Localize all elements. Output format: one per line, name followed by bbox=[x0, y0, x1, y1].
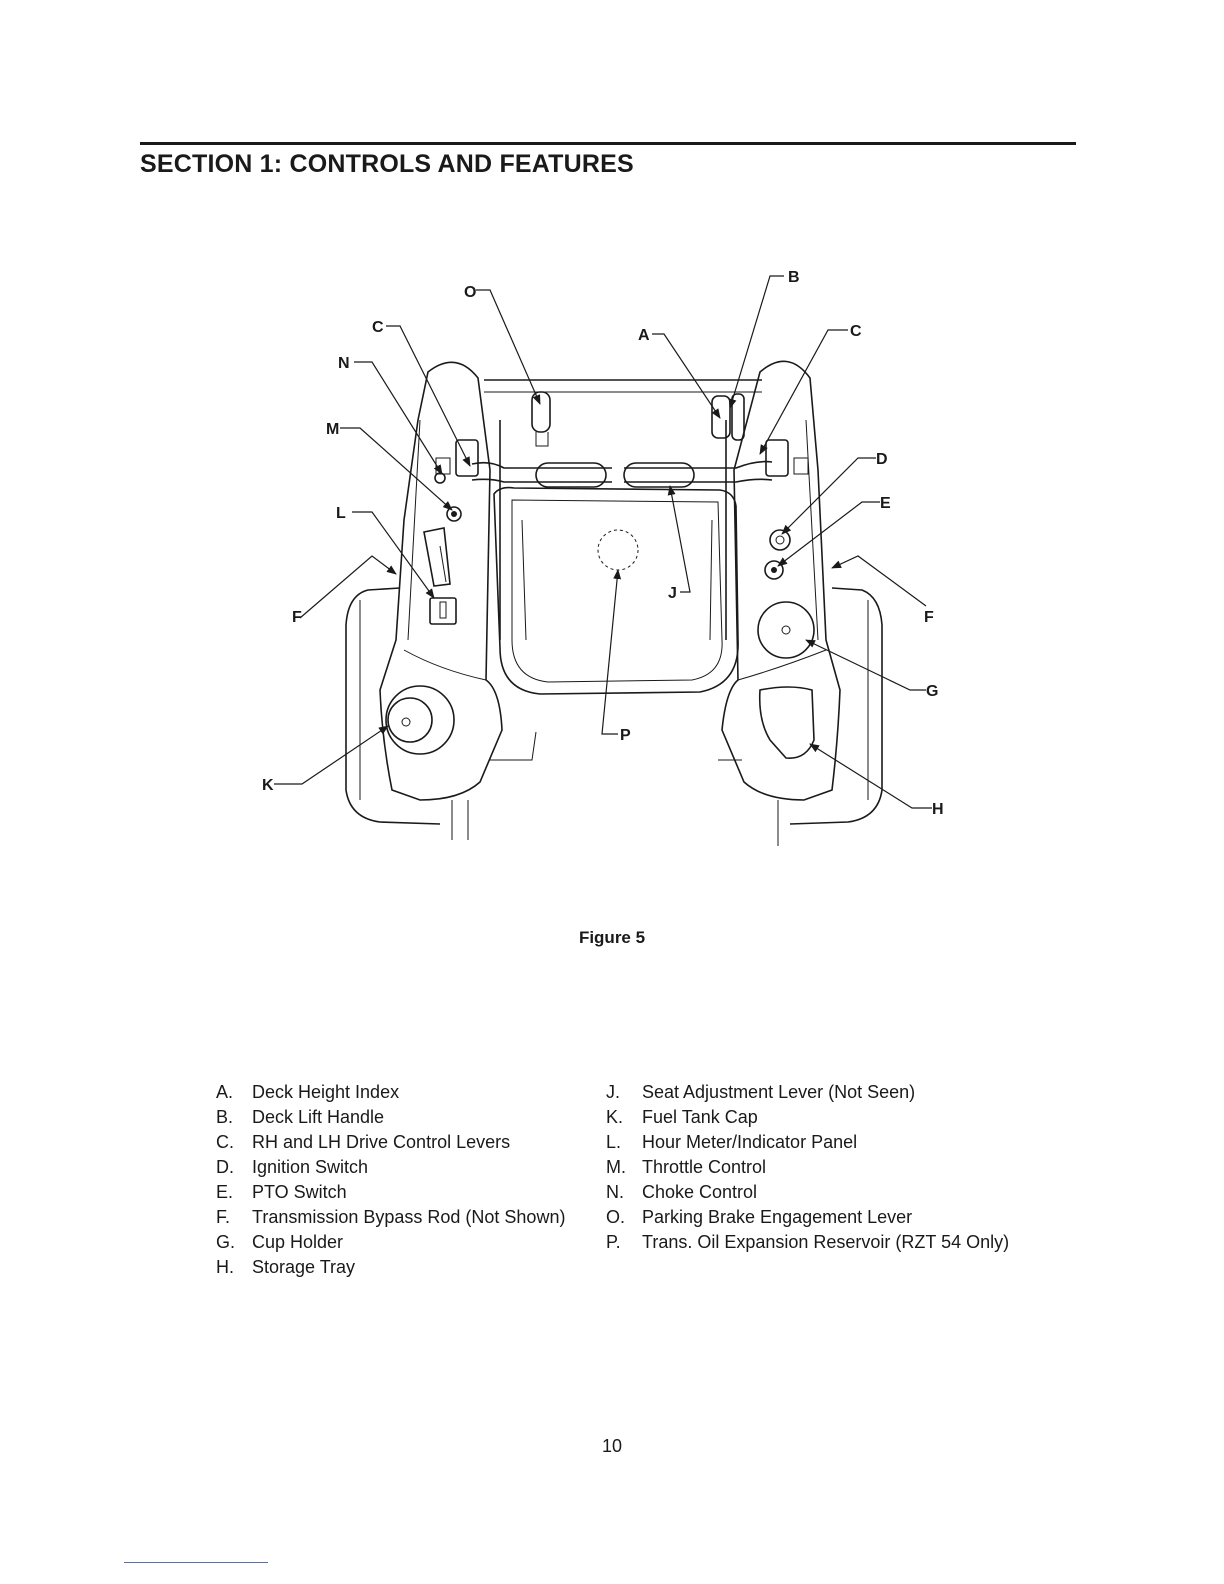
callout-n: N bbox=[338, 355, 350, 372]
legend-item: O.Parking Brake Engagement Lever bbox=[606, 1207, 913, 1227]
callout-d: D bbox=[876, 451, 888, 468]
throttle-lever bbox=[423, 527, 451, 587]
fuel-tank-cap bbox=[385, 685, 455, 755]
callout-a: A bbox=[638, 327, 650, 344]
figure-caption: Figure 5 bbox=[578, 928, 646, 947]
callout-b: B bbox=[788, 269, 800, 286]
cup-holder bbox=[757, 601, 815, 659]
callout-c-right: C bbox=[850, 323, 862, 340]
right-fender bbox=[721, 360, 841, 801]
legend-item: H.Storage Tray bbox=[216, 1257, 356, 1277]
callout-f-left: F bbox=[292, 609, 302, 626]
callout-l: L bbox=[336, 505, 346, 522]
hour-meter-panel bbox=[429, 597, 457, 625]
legend-item: F.Transmission Bypass Rod (Not Shown) bbox=[216, 1207, 566, 1227]
drive-control-levers bbox=[435, 439, 809, 488]
legend-item: K.Fuel Tank Cap bbox=[606, 1107, 758, 1127]
left-rear-tire bbox=[345, 587, 441, 825]
mower-controls-diagram: O C N M L F K A B C D E F G H J P bbox=[262, 269, 944, 846]
callout-h: H bbox=[932, 801, 944, 818]
throttle-control bbox=[446, 506, 462, 522]
legend-item: C.RH and LH Drive Control Levers bbox=[216, 1132, 511, 1152]
legend-left: A.Deck Height Index B.Deck Lift Handle C… bbox=[216, 1080, 565, 1280]
frame-legs bbox=[451, 731, 779, 846]
rear-panel bbox=[484, 379, 762, 640]
deck-lift-handle bbox=[711, 393, 745, 441]
callout-e: E bbox=[880, 495, 891, 512]
left-fender bbox=[379, 361, 503, 801]
callout-c-left: C bbox=[372, 319, 384, 336]
callout-j: J bbox=[668, 585, 677, 602]
seat bbox=[493, 486, 739, 695]
section-title: SECTION 1: CONTROLS AND FEATURES bbox=[140, 150, 634, 178]
page-number: 10 bbox=[601, 1436, 623, 1456]
legend-item: A.Deck Height Index bbox=[216, 1082, 400, 1102]
legend-item: M.Throttle Control bbox=[606, 1157, 767, 1177]
legend-item: J.Seat Adjustment Lever (Not Seen) bbox=[606, 1082, 916, 1102]
legend-right: J.Seat Adjustment Lever (Not Seen) K.Fue… bbox=[606, 1080, 1009, 1255]
callout-f-right: F bbox=[924, 609, 934, 626]
storage-tray bbox=[758, 686, 815, 759]
section-rule bbox=[140, 142, 1076, 145]
legend-item: D.Ignition Switch bbox=[216, 1157, 369, 1177]
legend-item: L.Hour Meter/Indicator Panel bbox=[606, 1132, 858, 1152]
callout-k: K bbox=[262, 777, 274, 794]
ignition-switch bbox=[769, 529, 791, 551]
callout-o: O bbox=[464, 284, 476, 301]
right-rear-tire bbox=[789, 587, 883, 825]
legend-item: P.Trans. Oil Expansion Reservoir (RZT 54… bbox=[606, 1232, 1010, 1252]
pto-switch bbox=[764, 560, 784, 580]
footer-rule bbox=[124, 1562, 268, 1563]
legend-item: N.Choke Control bbox=[606, 1182, 758, 1202]
legend-item: G.Cup Holder bbox=[216, 1232, 344, 1252]
callout-g: G bbox=[926, 683, 938, 700]
parking-brake-lever bbox=[531, 391, 551, 447]
callout-p: P bbox=[620, 727, 631, 744]
leader-lines bbox=[274, 275, 932, 809]
callout-m: M bbox=[326, 421, 339, 438]
legend-item: B.Deck Lift Handle bbox=[216, 1107, 385, 1127]
legend-item: E.PTO Switch bbox=[216, 1182, 347, 1202]
